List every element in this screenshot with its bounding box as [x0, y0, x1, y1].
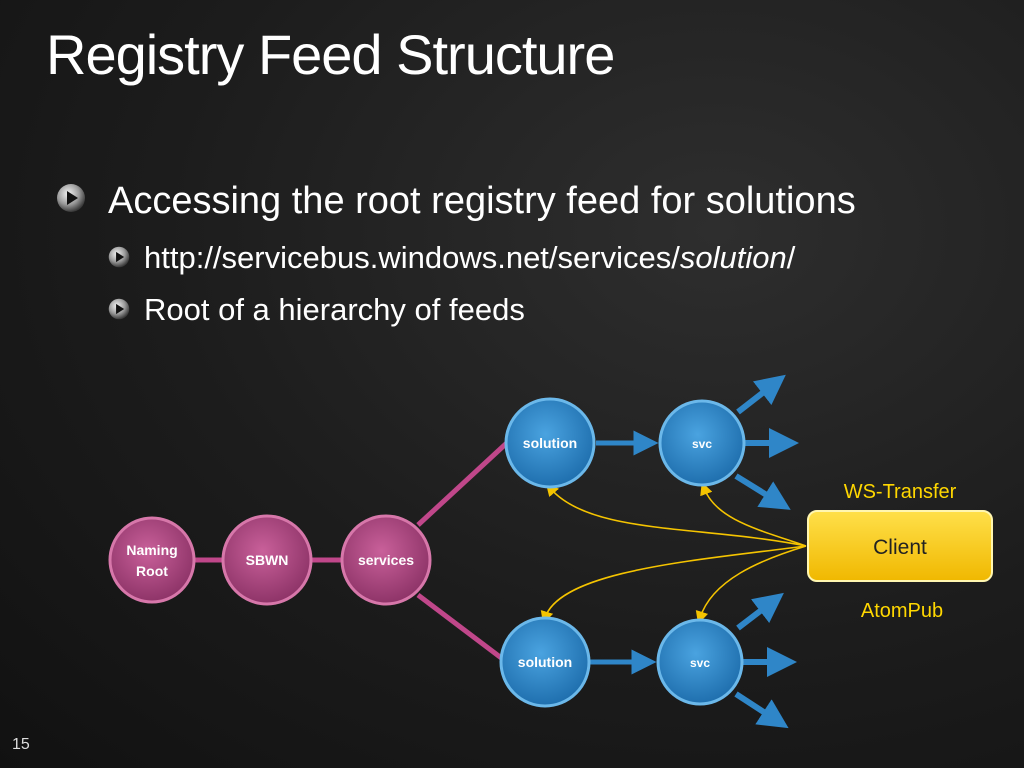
outgoing-feed-arrows: [734, 374, 799, 729]
svg-text:solution: solution: [523, 435, 577, 451]
bullet-main-text: Accessing the root registry feed for sol…: [108, 180, 856, 222]
solution-node-bottom: solution: [499, 616, 591, 708]
play-arrow-icon: [108, 292, 130, 328]
slide-title: Registry Feed Structure: [46, 23, 615, 86]
play-arrow-icon: [56, 180, 86, 223]
bullet-hierarchy-text: Root of a hierarchy of feeds: [144, 292, 525, 327]
bullet-main: Accessing the root registry feed for sol…: [56, 180, 856, 223]
svg-text:services: services: [358, 552, 414, 568]
svg-text:svc: svc: [690, 656, 710, 670]
feed-connectors: [590, 430, 659, 675]
client-box: Client: [807, 510, 993, 582]
client-request-curves: [540, 482, 807, 625]
sbwn-node: SBWN: [221, 514, 313, 606]
svg-text:Root: Root: [136, 563, 168, 579]
solution-node-top: solution: [504, 397, 596, 489]
svg-text:SBWN: SBWN: [246, 552, 289, 568]
atompub-label: AtomPub: [861, 600, 943, 622]
svg-text:Client: Client: [873, 536, 927, 559]
bullet-url-text: http://servicebus.windows.net/services/s…: [144, 240, 796, 275]
naming-root-node: Naming Root: [108, 516, 196, 604]
svc-node-bottom: svc: [656, 618, 744, 706]
svg-text:Naming: Naming: [126, 542, 177, 558]
bullet-url: http://servicebus.windows.net/services/s…: [108, 240, 795, 276]
svg-text:svc: svc: [692, 437, 712, 451]
play-arrow-icon: [108, 240, 130, 276]
services-node: services: [340, 514, 432, 606]
svg-text:solution: solution: [518, 654, 572, 670]
root-connectors: [190, 438, 512, 662]
ws-transfer-label: WS-Transfer: [844, 481, 957, 503]
bullet-hierarchy: Root of a hierarchy of feeds: [108, 292, 525, 328]
slide-number: 15: [12, 736, 30, 753]
svc-node-top: svc: [658, 399, 746, 487]
